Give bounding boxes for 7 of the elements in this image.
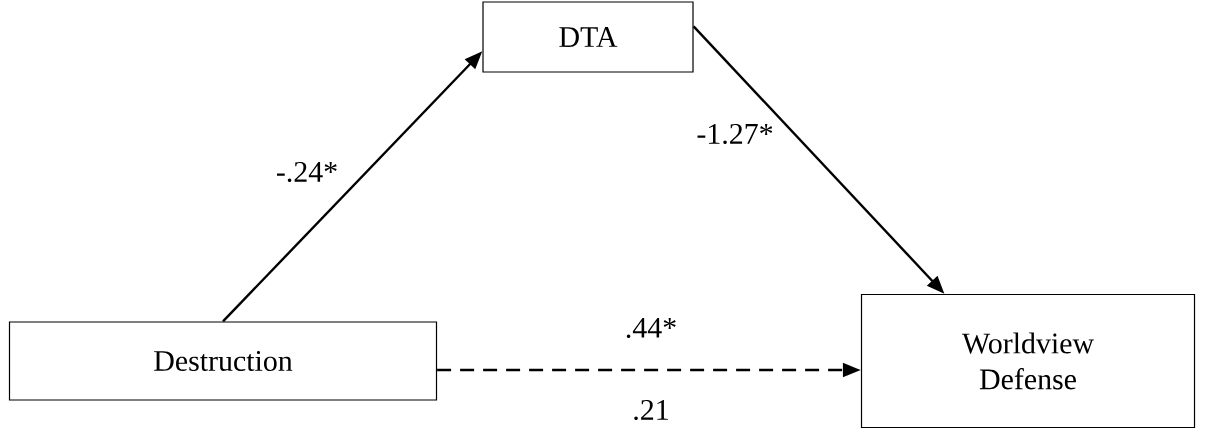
edge-label: -.24*: [273, 159, 341, 185]
process-box: DTA: [482, 1, 694, 73]
coefficient-label: .21: [634, 399, 668, 421]
edge-label: .44*: [622, 315, 680, 341]
process-box: Destruction: [8, 321, 438, 401]
edge-label: -1.27*: [694, 121, 776, 147]
process-box: Worldview Defense: [860, 293, 1196, 429]
